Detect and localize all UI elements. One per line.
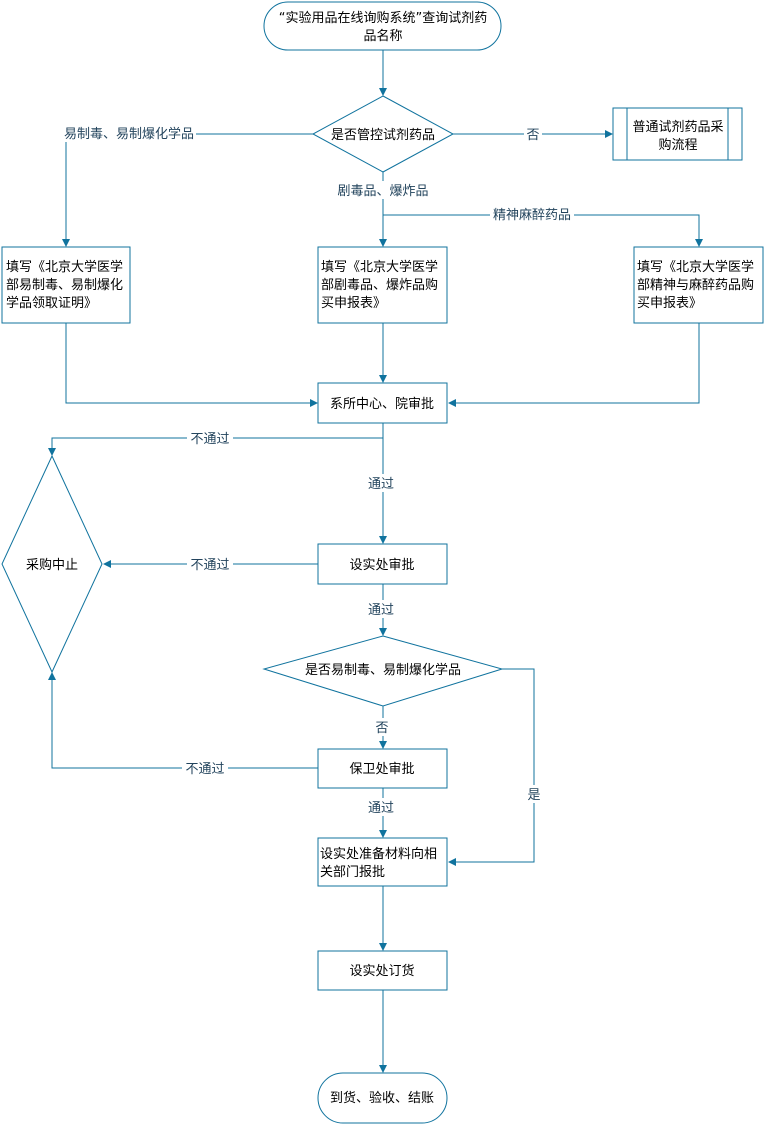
order-node: 设实处订货 [317,950,448,991]
edge-label-no-2: 否 [375,721,388,736]
arrow-head [448,858,456,866]
normal-process-node: 普通试剂药品采 购流程 [612,107,743,161]
purchase-stop-label: 采购中止 [26,557,78,573]
arrow-head [379,741,387,749]
lab-office-approval-node: 设实处审批 [317,543,448,585]
edge-label-yes: 是 [527,788,540,803]
prepare-materials-line-1: 设实处准备材料向相 [320,846,437,862]
arrow-head [448,399,456,407]
form-easy-line-2: 部易制毒、易制爆化 [6,278,123,293]
form-toxic-node: 填写《北京大学医学 部剧毒品、爆炸品购 买申报表》 [317,246,448,324]
edge-label-fail-2: 不通过 [190,558,229,573]
arrow-head [379,1065,387,1073]
arrow-head [605,130,613,138]
form-toxic-line-2: 部剧毒品、爆炸品购 [321,277,438,293]
arrow-head [379,88,387,96]
form-narcotic-line-3: 买申报表》 [637,296,702,311]
normal-process-line-2: 购流程 [658,137,697,153]
edge-label-easy-chemicals: 易制毒、易制爆化学品 [64,126,194,142]
end-node: 到货、验收、结账 [317,1072,448,1124]
decision-is-easy-label: 是否易制毒、易制爆化学品 [305,662,461,678]
edge-decision-to-easy [65,133,313,240]
start-node-line-1: “实验用品在线询购系统”查询试剂药 [279,10,487,26]
form-toxic-line-1: 填写《北京大学医学 [321,259,438,275]
arrow-head [48,672,56,680]
normal-process-line-1: 普通试剂药品采 [632,120,723,135]
purchase-stop-node: 采购中止 [1,454,103,674]
end-label: 到货、验收、结账 [330,1090,434,1106]
decision-is-controlled: 是否管控试剂药品 [311,95,455,173]
order-label: 设实处订货 [349,963,414,979]
edge-label-pass-2: 通过 [368,603,394,618]
edge-label-pass-1: 通过 [368,477,394,492]
arrow-head [48,448,56,456]
edge-dept-fail-to-stop [51,437,383,449]
arrow-head [379,239,387,247]
arrow-head [379,628,387,636]
decision-is-controlled-label: 是否管控试剂药品 [331,128,435,143]
edge-label-toxic-explosive: 剧毒品、爆炸品 [337,184,428,199]
form-easy-node: 填写《北京大学医学 部易制毒、易制爆化 学品领取证明》 [1,246,131,324]
edge-easy-to-dept [65,323,311,404]
edge-security-fail-to-stop [51,679,318,769]
start-node-line-2: 品名称 [363,28,402,44]
edge-label-no: 否 [526,128,539,143]
edge-narcotic-to-dept [455,323,700,404]
arrow-head [103,560,111,568]
dept-approval-label: 系所中心、院审批 [330,397,434,412]
arrow-head [62,239,70,247]
prepare-materials-line-2: 关部门报批 [320,865,385,880]
prepare-materials-node: 设实处准备材料向相 关部门报批 [317,837,448,887]
security-approval-node: 保卫处审批 [317,748,448,789]
form-narcotic-node: 填写《北京大学医学 部精神与麻醉药品购 买申报表》 [633,246,764,324]
edge-decision-to-narcotic [383,214,700,240]
arrow-head [379,375,387,383]
edge-label-pass-3: 通过 [368,801,394,816]
arrow-head [379,830,387,838]
decision-is-easy: 是否易制毒、易制爆化学品 [262,635,504,707]
start-node: “实验用品在线询购系统”查询试剂药 品名称 [263,1,502,51]
edge-label-narcotic: 精神麻醉药品 [493,207,571,223]
form-narcotic-line-2: 部精神与麻醉药品购 [637,277,754,293]
edge-labels: 易制毒、易制爆化学品 否 剧毒品、爆炸品 精神麻醉药品 不通过 通过 不通过 通… [62,124,574,816]
security-approval-label: 保卫处审批 [349,762,414,777]
dept-approval-node: 系所中心、院审批 [317,382,448,424]
form-narcotic-line-1: 填写《北京大学医学 [637,259,754,275]
form-easy-line-1: 填写《北京大学医学 [6,259,123,275]
arrow-head [695,239,703,247]
edge-iseasy-yes-to-prepare [455,668,535,863]
form-easy-line-3: 学品领取证明》 [6,295,97,311]
edge-label-fail-1: 不通过 [190,432,229,447]
form-toxic-line-3: 买申报表》 [321,296,386,311]
arrow-head [379,536,387,544]
lab-office-approval-label: 设实处审批 [349,558,414,573]
edge-label-fail-3: 不通过 [185,762,224,777]
arrow-head [310,399,318,407]
arrow-head [379,943,387,951]
